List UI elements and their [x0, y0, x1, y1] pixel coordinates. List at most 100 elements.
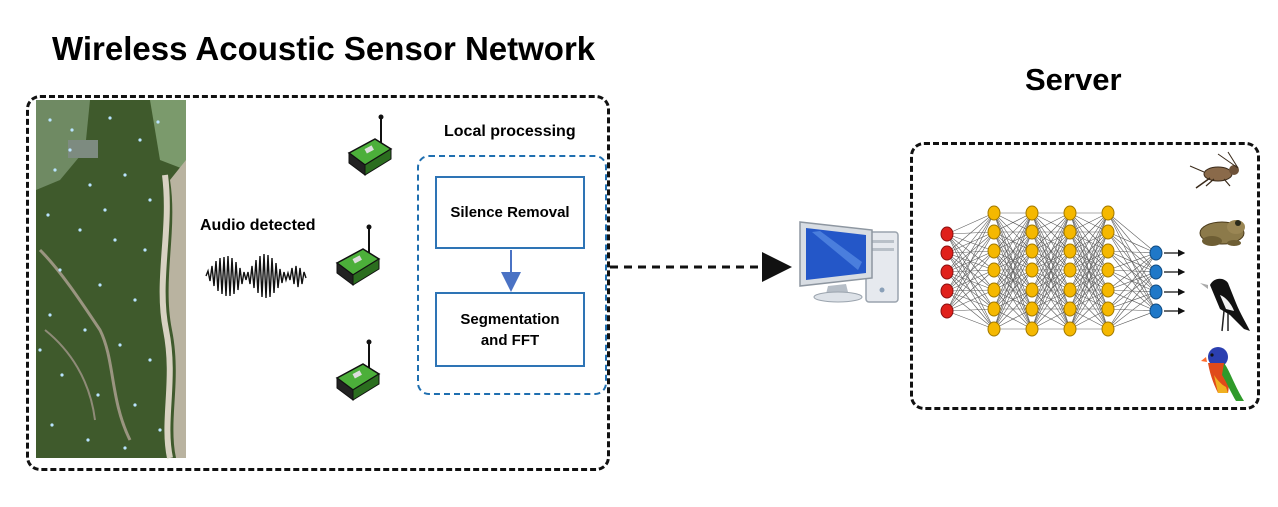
- nn-hidden-neuron: [987, 243, 1001, 259]
- nn-hidden-neuron: [1025, 282, 1039, 298]
- nn-input-neuron: [940, 226, 954, 242]
- nn-hidden-neuron: [987, 282, 1001, 298]
- nn-connection: [946, 233, 995, 330]
- nn-connection: [1107, 308, 1157, 312]
- nn-hidden-neuron: [987, 321, 1001, 337]
- nn-connection: [946, 308, 995, 312]
- nn-output-neuron: [1149, 303, 1163, 319]
- nn-connection: [1069, 212, 1109, 291]
- nn-hidden-neuron: [1101, 282, 1115, 298]
- nn-hidden-neuron: [1025, 205, 1039, 221]
- nn-hidden-neuron: [1101, 205, 1115, 221]
- nn-connection: [946, 250, 995, 312]
- nn-output-neuron: [1149, 264, 1163, 280]
- nn-connection: [993, 212, 1033, 310]
- nn-connection: [993, 308, 1033, 330]
- nn-connection: [1069, 231, 1109, 330]
- nn-hidden-neuron: [1063, 243, 1077, 259]
- nn-connection: [1069, 289, 1109, 330]
- segmentation-fft-box: Segmentation and FFT: [435, 292, 585, 367]
- silence-removal-label: Silence Removal: [450, 204, 570, 221]
- neural-network-icon: [940, 205, 1186, 337]
- nn-hidden-neuron: [1063, 205, 1077, 221]
- nn-connection: [1107, 250, 1157, 254]
- nn-hidden-neuron: [1025, 262, 1039, 278]
- nn-connection: [1107, 231, 1157, 293]
- nn-input-neuron: [940, 245, 954, 261]
- nn-hidden-neuron: [987, 205, 1001, 221]
- nn-input-neuron: [940, 303, 954, 319]
- nn-connection: [1069, 250, 1109, 330]
- nn-connection: [1107, 252, 1157, 271]
- nn-connection: [993, 212, 1033, 271]
- nn-connection: [1069, 212, 1109, 310]
- cricket-icon: [1189, 151, 1239, 189]
- nn-output-neuron: [1149, 245, 1163, 261]
- nn-connection: [1107, 252, 1157, 291]
- wasn-container: [26, 95, 610, 471]
- nn-connection: [946, 290, 995, 310]
- nn-connection: [946, 289, 995, 312]
- nn-hidden-neuron: [1025, 301, 1039, 317]
- nn-connection: [993, 250, 1033, 330]
- server-container: [910, 142, 1260, 410]
- nn-connection: [1031, 212, 1071, 252]
- computer-icon: [799, 221, 899, 303]
- nn-hidden-neuron: [1025, 321, 1039, 337]
- nn-hidden-neuron: [987, 224, 1001, 240]
- nn-connection: [1107, 269, 1157, 273]
- server-title: Server: [1025, 62, 1122, 97]
- nn-connection: [1031, 289, 1071, 330]
- nn-connection: [1069, 212, 1109, 233]
- nn-hidden-neuron: [987, 262, 1001, 278]
- nn-connection: [946, 269, 995, 292]
- nn-connection: [1107, 310, 1157, 330]
- segmentation-label-line1: Segmentation: [460, 310, 560, 328]
- nn-connection: [946, 212, 995, 273]
- nn-hidden-neuron: [1063, 282, 1077, 298]
- nn-connection: [946, 269, 995, 312]
- nn-connection: [946, 231, 995, 312]
- aerial-map-icon: [36, 100, 186, 459]
- nn-connection: [1107, 252, 1157, 310]
- nn-connection: [993, 212, 1033, 291]
- nn-connection: [1107, 271, 1157, 330]
- segmentation-label-line2: and FFT: [480, 331, 540, 349]
- audio-waveform-icon: [205, 253, 307, 299]
- nn-connection: [1107, 231, 1157, 254]
- nn-hidden-neuron: [1063, 301, 1077, 317]
- nn-connection: [1069, 212, 1109, 252]
- magpie-icon: [1200, 278, 1250, 332]
- sensor-node-icon: [335, 339, 381, 401]
- nn-input-neuron: [940, 283, 954, 299]
- nn-connection: [993, 269, 1033, 330]
- nn-connection: [1031, 231, 1071, 330]
- nn-hidden-neuron: [1101, 224, 1115, 240]
- nn-connection: [1107, 252, 1157, 330]
- nn-connection: [1031, 212, 1071, 310]
- lorikeet-icon: [1201, 347, 1244, 401]
- nn-hidden-neuron: [987, 301, 1001, 317]
- sensor-node-icon: [347, 114, 393, 176]
- wasn-title: Wireless Acoustic Sensor Network: [52, 30, 596, 67]
- nn-hidden-neuron: [1101, 243, 1115, 259]
- nn-connection: [1107, 212, 1157, 293]
- nn-hidden-neuron: [1025, 224, 1039, 240]
- nn-hidden-neuron: [1025, 243, 1039, 259]
- nn-connection: [1031, 269, 1071, 330]
- nn-connection: [1069, 212, 1109, 271]
- nn-connection: [1107, 291, 1157, 330]
- nn-connection: [946, 310, 995, 330]
- local-processing-container: [417, 155, 607, 395]
- nn-hidden-neuron: [1063, 262, 1077, 278]
- nn-connection: [1069, 308, 1109, 330]
- nn-connection: [993, 212, 1033, 252]
- nn-connection: [1107, 212, 1157, 254]
- nn-connection: [946, 212, 995, 312]
- nn-connection: [1031, 212, 1071, 271]
- nn-connection: [993, 212, 1033, 233]
- nn-hidden-neuron: [1101, 262, 1115, 278]
- nn-hidden-neuron: [1063, 321, 1077, 337]
- nn-connection: [1031, 308, 1071, 330]
- nn-hidden-neuron: [1101, 321, 1115, 337]
